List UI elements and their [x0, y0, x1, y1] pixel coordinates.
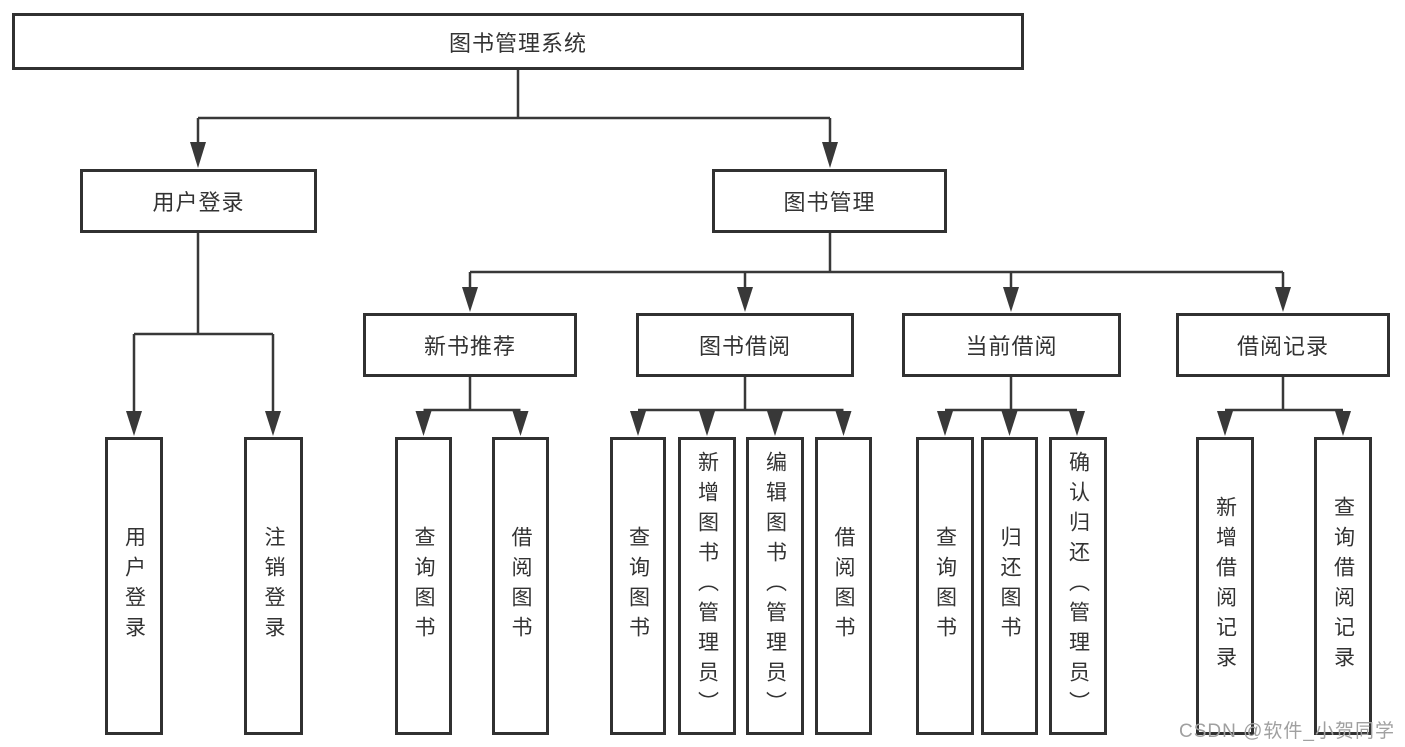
leaf-query-books-recommend-label: 查询图书	[412, 526, 436, 646]
node-new-book-recommend: 新书推荐	[363, 313, 577, 377]
node-book-management-label: 图书管理	[783, 190, 876, 215]
leaf-return-books-label: 归还图书	[998, 526, 1022, 646]
node-root: 图书管理系统	[12, 13, 1024, 70]
node-book-borrow-label: 图书借阅	[698, 334, 791, 359]
leaf-borrow-books-recommend-label: 借阅图书	[509, 526, 533, 646]
leaf-borrow-books-recommend: 借阅图书	[492, 437, 549, 735]
leaf-confirm-return-admin: 确认归还（管理员）	[1049, 437, 1107, 735]
leaf-add-books-admin-label: 新增图书（管理员）	[695, 451, 719, 721]
node-current-borrow: 当前借阅	[902, 313, 1121, 377]
leaf-edit-books-admin: 编辑图书（管理员）	[746, 437, 804, 735]
leaf-add-borrow-record: 新增借阅记录	[1196, 437, 1254, 735]
watermark: CSDN @软件_小贺同学	[1179, 721, 1395, 742]
leaf-logout: 注销登录	[244, 437, 303, 735]
leaf-edit-books-admin-label: 编辑图书（管理员）	[763, 451, 787, 721]
leaf-borrow-books: 借阅图书	[815, 437, 872, 735]
leaf-borrow-books-label: 借阅图书	[832, 526, 856, 646]
leaf-query-books-recommend: 查询图书	[395, 437, 452, 735]
node-user-login-label: 用户登录	[152, 190, 245, 215]
leaf-add-borrow-record-label: 新增借阅记录	[1213, 496, 1237, 676]
node-borrow-records-label: 借阅记录	[1236, 334, 1329, 359]
leaf-query-books-current-label: 查询图书	[933, 526, 957, 646]
leaf-user-login-label: 用户登录	[122, 526, 146, 646]
node-book-management: 图书管理	[712, 169, 947, 233]
leaf-query-borrow-record-label: 查询借阅记录	[1331, 496, 1355, 676]
leaf-query-books-current: 查询图书	[916, 437, 974, 735]
node-new-book-recommend-label: 新书推荐	[423, 334, 516, 359]
leaf-add-books-admin: 新增图书（管理员）	[678, 437, 736, 735]
leaf-logout-label: 注销登录	[262, 526, 286, 646]
node-current-borrow-label: 当前借阅	[965, 334, 1058, 359]
leaf-query-books-borrow: 查询图书	[610, 437, 666, 735]
leaf-user-login: 用户登录	[105, 437, 163, 735]
node-book-borrow: 图书借阅	[636, 313, 854, 377]
node-root-label: 图书管理系统	[448, 30, 587, 56]
leaf-query-borrow-record: 查询借阅记录	[1314, 437, 1372, 735]
node-user-login: 用户登录	[80, 169, 317, 233]
node-borrow-records: 借阅记录	[1176, 313, 1390, 377]
leaf-confirm-return-admin-label: 确认归还（管理员）	[1066, 451, 1090, 721]
leaf-query-books-borrow-label: 查询图书	[626, 526, 650, 646]
leaf-return-books: 归还图书	[981, 437, 1038, 735]
